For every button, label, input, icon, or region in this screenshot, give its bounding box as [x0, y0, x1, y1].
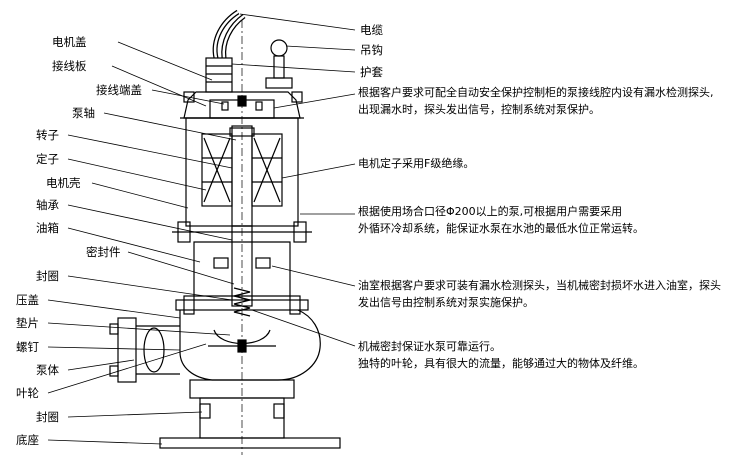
note-line: 外循环冷却系统，能保证水泵在水池的最低水位正常运转。 [358, 222, 644, 235]
label-base: 底座 [16, 433, 39, 447]
note-leak-detect: 根据客户要求可配全自动安全保护控制柜的泵接线腔内设有漏水检测探头, 出现漏水时，… [358, 84, 714, 118]
label-cable: 电缆 [360, 23, 383, 37]
label-oil-box: 油箱 [36, 221, 59, 235]
label-sleeve: 护套 [360, 65, 383, 79]
label-terminal-end-cover: 接线端盖 [96, 83, 142, 97]
note-line: 独特的叶轮，具有很大的流量，能够通过大的物体及纤维。 [358, 357, 644, 370]
label-washer: 垫片 [16, 316, 39, 330]
note-line: 电机定子采用F级绝缘。 [358, 157, 475, 170]
label-motor-housing: 电机壳 [46, 176, 81, 190]
label-bearing: 轴承 [36, 198, 59, 212]
label-seal-ring-1: 封圈 [36, 269, 59, 283]
note-line: 根据客户要求可配全自动安全保护控制柜的泵接线腔内设有漏水检测探头, [358, 86, 714, 99]
label-pump-body: 泵体 [36, 363, 59, 377]
note-cooling: 根据使用场合口径Φ200以上的泵,可根据用户需要采用 外循环冷却系统，能保证水泵… [358, 203, 644, 237]
label-seal-ring-2: 封圈 [36, 410, 59, 424]
label-impeller: 叶轮 [16, 386, 39, 400]
label-hook: 吊钩 [360, 43, 383, 57]
label-rotor: 转子 [36, 128, 59, 142]
note-line: 根据使用场合口径Φ200以上的泵,可根据用户需要采用 [358, 205, 623, 218]
note-line: 出现漏水时，探头发出信号，控制系统对泵保护。 [358, 103, 600, 116]
note-line: 油室根据客户要求可装有漏水检测探头，当机械密封损坏水进入油室，探头 [358, 279, 721, 292]
label-pressure-cover: 压盖 [16, 293, 39, 307]
label-stator: 定子 [36, 152, 59, 166]
note-stator-insulation: 电机定子采用F级绝缘。 [358, 155, 474, 172]
label-pump-shaft: 泵轴 [72, 106, 95, 120]
note-mech-seal: 机械密封保证水泵可靠运行。 独特的叶轮，具有很大的流量，能够通过大的物体及纤维。 [358, 338, 644, 372]
note-line: 机械密封保证水泵可靠运行。 [358, 340, 501, 353]
note-line: 发出信号由控制系统对泵实施保护。 [358, 296, 534, 309]
note-oil-chamber: 油室根据客户要求可装有漏水检测探头，当机械密封损坏水进入油室，探头 发出信号由控… [358, 277, 721, 311]
label-seal-part: 密封件 [86, 245, 121, 259]
label-screw: 螺钉 [16, 340, 39, 354]
label-motor-cover: 电机盖 [52, 35, 87, 49]
label-terminal-board: 接线板 [52, 59, 87, 73]
